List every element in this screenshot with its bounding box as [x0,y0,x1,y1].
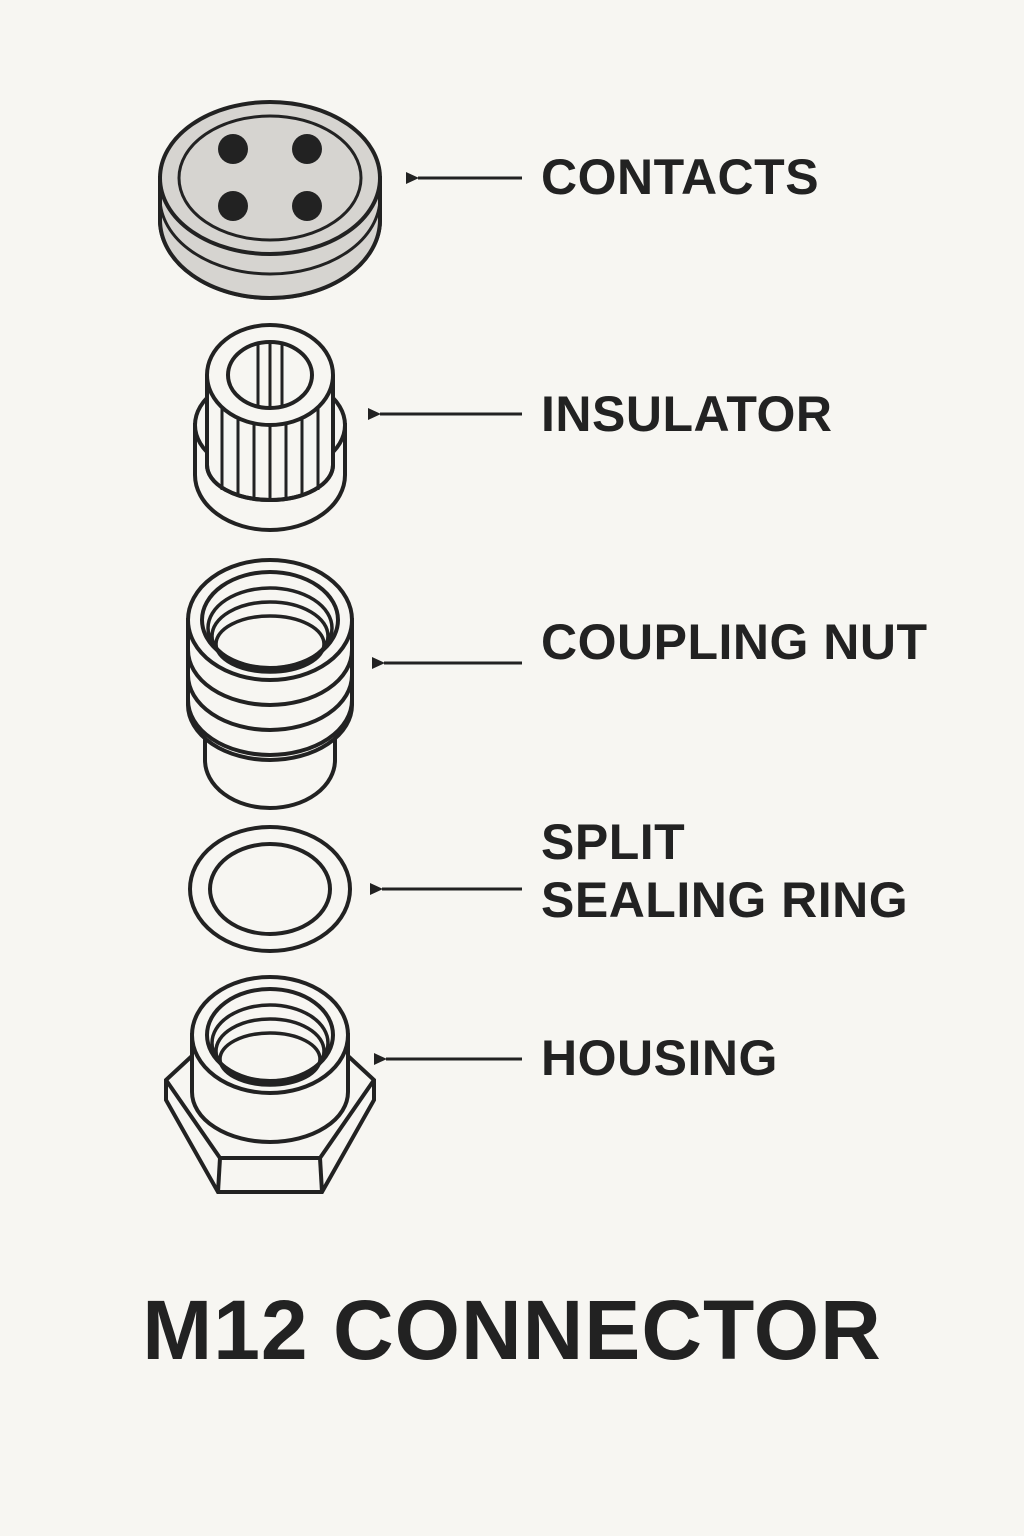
sealing-ring-icon [188,825,352,953]
coupling-nut-icon [186,558,354,810]
label-contacts: CONTACTS [541,149,820,205]
housing-hex-icon [164,975,376,1194]
label-split-sealing-ring-line1: SPLIT [541,814,686,870]
label-insulator: INSULATOR [541,386,833,442]
label-split-sealing-ring-line2: SEALING RING [541,872,909,928]
insulator-icon [193,323,347,532]
contacts-disc-icon [158,100,382,300]
label-coupling-nut: COUPLING NUT [541,614,928,670]
diagram-title: M12 CONNECTOR [142,1283,882,1377]
label-housing: HOUSING [541,1030,778,1086]
